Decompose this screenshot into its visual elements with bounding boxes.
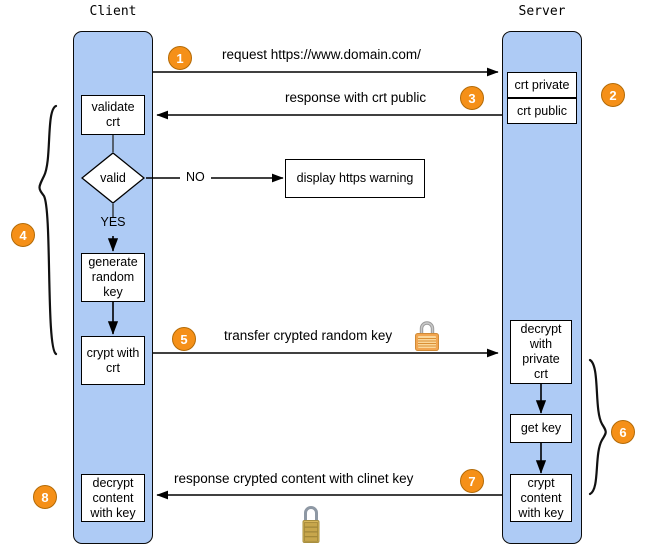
message-label-transfer-random-key: transfer crypted random key	[224, 328, 393, 343]
server-box-get-key[interactable]: get key	[510, 414, 572, 443]
step-badge-6[interactable]: 6	[611, 420, 635, 444]
client-box-decrypt-content-with-key[interactable]: decrypt content with key	[81, 474, 145, 522]
padlock-icon	[412, 318, 442, 354]
message-label-response-crt-public: response with crt public	[285, 90, 427, 105]
no-branch-label: NO	[180, 170, 211, 184]
server-box-decrypt-with-private-crt[interactable]: decrypt with private crt	[510, 320, 572, 384]
step-badge-2[interactable]: 2	[601, 83, 625, 107]
client-decision-valid[interactable]: valid	[81, 152, 145, 204]
step-badge-1[interactable]: 1	[168, 46, 192, 70]
display-https-warning-box[interactable]: display https warning	[285, 159, 425, 198]
step-badge-3[interactable]: 3	[460, 86, 484, 110]
step-badge-4[interactable]: 4	[11, 223, 35, 247]
step-badge-5[interactable]: 5	[172, 327, 196, 351]
client-box-crypt-with-crt[interactable]: crypt with crt	[81, 336, 145, 385]
decision-label: valid	[100, 171, 126, 185]
diamond-shape	[81, 152, 145, 204]
step-badge-8[interactable]: 8	[33, 485, 57, 509]
message-label-request: request https://www.domain.com/	[222, 47, 421, 62]
server-box-crt-private[interactable]: crt private	[507, 72, 577, 98]
client-lane-title: Client	[89, 4, 137, 19]
yes-branch-label: YES	[100, 215, 126, 229]
server-lane-title: Server	[518, 4, 566, 19]
message-label-response-crypted-content: response crypted content with clinet key	[174, 471, 414, 486]
combination-padlock-icon	[298, 503, 324, 547]
client-box-generate-random-key[interactable]: generate random key	[81, 253, 145, 302]
server-box-crt-public[interactable]: crt public	[507, 98, 577, 124]
step-badge-7[interactable]: 7	[460, 469, 484, 493]
server-box-crypt-content-with-key[interactable]: crypt content with key	[510, 474, 572, 522]
client-box-validate-crt[interactable]: validate crt	[81, 95, 145, 135]
